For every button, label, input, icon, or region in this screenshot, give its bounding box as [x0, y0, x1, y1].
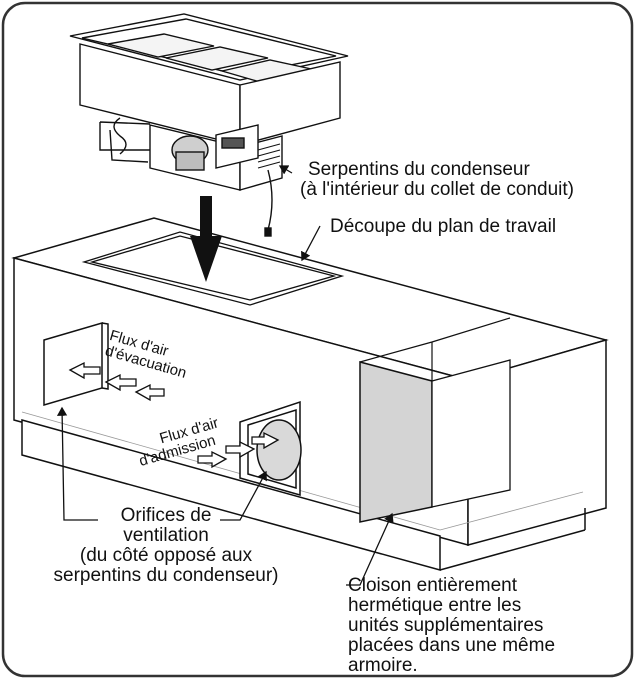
- refrigeration-piping: [99, 121, 151, 163]
- leader-lines: [56, 165, 394, 586]
- vent-openings-line1: Orifices de: [120, 505, 212, 526]
- vent-openings-line3: (du côté opposé aux: [79, 544, 253, 566]
- countertop-cutout: [81, 231, 345, 306]
- intake-airflow-arrows: [197, 431, 280, 469]
- partition-line2: hermétique entre les: [348, 594, 522, 616]
- leader-vent-intake: [220, 470, 267, 521]
- condenser-coils-line2: (à l'intérieur du collet de conduit): [300, 178, 574, 200]
- countertop-cutout-label: Découpe du plan de travail: [330, 216, 557, 237]
- well-pan: [165, 46, 269, 71]
- leader-cutout: [301, 225, 321, 262]
- cabinet: [11, 217, 609, 571]
- leader-partition: [346, 512, 394, 586]
- exhaust-vent-grille: [43, 321, 109, 407]
- partition-line3: unités supplémentaires: [348, 614, 544, 636]
- insertion-arrow: [190, 196, 222, 282]
- partition-line1: Cloison entièrement: [348, 575, 517, 596]
- partition-line4: placées dans une même: [348, 634, 556, 656]
- well-pan: [107, 33, 215, 58]
- vent-openings-line4: serpentins du condenseur): [53, 564, 279, 586]
- vent-openings-line2: ventilation: [123, 524, 209, 546]
- leader-condenser: [278, 165, 293, 175]
- fan-icon: [256, 419, 302, 481]
- vent-openings-label: Orifices de ventilation (du côté opposé …: [48, 506, 284, 586]
- power-cord: [267, 169, 273, 231]
- condenser-coils-line1: Serpentins du condenseur: [308, 159, 530, 180]
- leader-vent-exhaust: [56, 406, 98, 521]
- partition-panel: [359, 317, 511, 523]
- exhaust-airflow-arrows: [68, 361, 165, 402]
- partition-label: Cloison entièrement hermétique entre les…: [348, 576, 555, 676]
- well-unit: [69, 13, 349, 237]
- partition-line5: armoire.: [348, 654, 418, 676]
- condenser-coils-label: Serpentins du condenseur (à l'intérieur …: [300, 159, 574, 200]
- condenser-coil: [257, 143, 281, 169]
